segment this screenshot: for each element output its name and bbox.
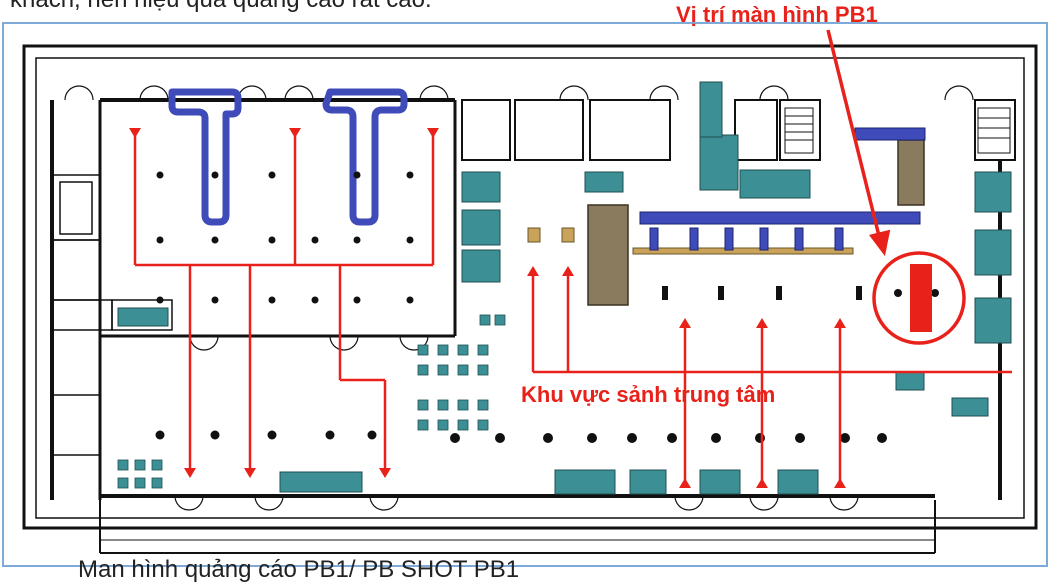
flow-lines-left (133, 135, 435, 470)
left-service-rooms (51, 174, 173, 456)
screen-position-label: Vị trí màn hình PB1 (676, 2, 878, 27)
screen-marker-icon (872, 251, 966, 345)
central-lobby-label: Khu vực sảnh trung tâm (521, 382, 776, 407)
gold-kiosks (527, 227, 854, 255)
hall-columns (155, 171, 887, 443)
pb1-pointer (826, 29, 891, 257)
brown-room (587, 139, 925, 306)
arrow-icon (129, 128, 439, 478)
top-caption: khách, nên hiệu quả quảng cáo rất cao. (10, 0, 432, 14)
lobby-arrow-icons (527, 266, 846, 488)
stairs (784, 107, 1011, 154)
flow-lines-lobby (531, 272, 1012, 480)
queue-lane-middle (322, 88, 408, 226)
building-outline (22, 44, 1038, 554)
queue-lane-left (168, 88, 242, 226)
teal-rooms (117, 81, 1012, 495)
diagram-frame (2, 22, 1048, 567)
bottom-caption: Man hình quảng cáo PB1/ PB SHOT PB1 (78, 556, 520, 583)
lobby-pillars (662, 286, 939, 300)
seating-area (117, 314, 506, 489)
core-rooms (461, 99, 1016, 161)
